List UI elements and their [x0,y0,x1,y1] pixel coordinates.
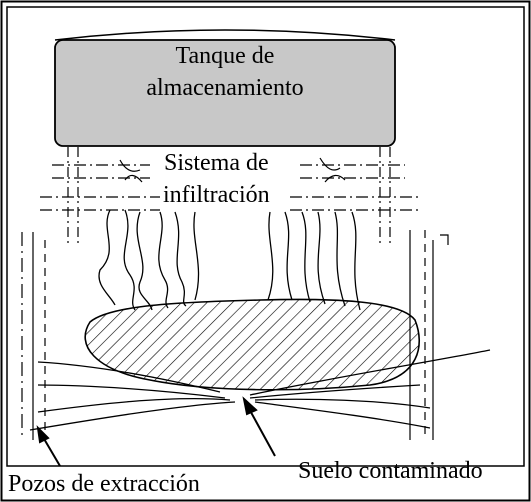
infiltration-label-line1: Sistema de [163,150,269,176]
infiltration-label-line2: infiltración [163,182,270,208]
storage-tank [54,29,396,147]
infiltration-label: Sistema de infiltración [163,147,270,211]
tank-label-line2: almacenamiento [146,75,304,101]
arrow-icon [36,425,61,467]
storage-tank-label: Tanque de almacenamiento [55,40,395,104]
soil-label: Suelo contaminado [298,458,483,484]
inner-border [6,6,525,467]
contaminated-soil [84,298,421,391]
infiltration-pipes [40,147,420,245]
wells-label: Pozos de extracción [8,471,200,497]
extraction-wells [21,230,449,440]
extraction-flow-lines [29,349,491,431]
infiltration-flow-lines [98,209,361,311]
arrow-icon [242,396,276,457]
tank-label-line1: Tanque de [175,43,275,69]
